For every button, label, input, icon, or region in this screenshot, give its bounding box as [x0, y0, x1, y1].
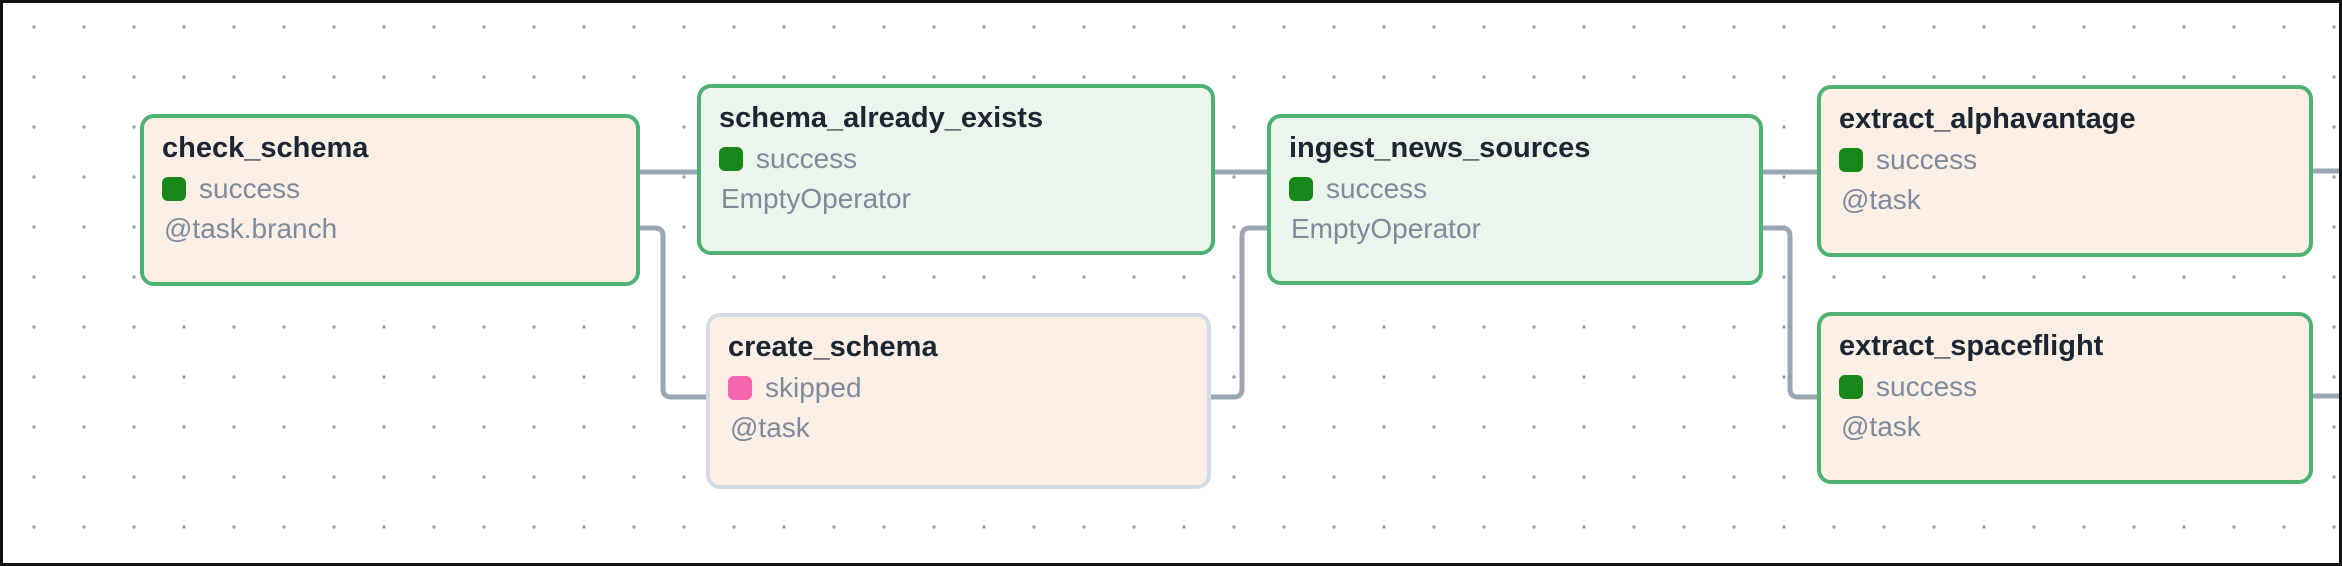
- status-label: success: [1876, 144, 1978, 176]
- operator-label: @task: [1841, 184, 1921, 216]
- status-success-icon: [1289, 177, 1313, 202]
- status-success-icon: [162, 177, 186, 202]
- task-status-row: success: [719, 143, 1193, 175]
- task-name: create_schema: [728, 331, 938, 363]
- status-label: success: [1326, 173, 1428, 205]
- operator-label: EmptyOperator: [1291, 213, 1481, 245]
- edge-check_schema-to-create_schema: [638, 225, 709, 400]
- task-name: extract_spaceflight: [1839, 330, 2104, 362]
- status-success-icon: [719, 147, 743, 172]
- task-status-row: success: [1839, 371, 2291, 403]
- status-label: success: [1876, 371, 1978, 403]
- operator-label: EmptyOperator: [721, 183, 911, 215]
- status-label: success: [199, 173, 301, 205]
- status-skipped-icon: [728, 376, 752, 401]
- task-status-row: skipped: [728, 372, 1189, 404]
- edge-ingest_news_sources-to-extract_spaceflight: [1760, 225, 1820, 400]
- status-label: success: [756, 143, 858, 175]
- task-name: check_schema: [162, 132, 369, 164]
- status-success-icon: [1839, 375, 1863, 400]
- status-label: skipped: [765, 372, 862, 404]
- edge-create_schema-to-ingest_news_sources: [1208, 225, 1270, 400]
- status-success-icon: [1839, 148, 1863, 173]
- operator-label: @task: [1841, 411, 1921, 443]
- task-status-row: success: [162, 173, 618, 205]
- task-status-row: success: [1839, 144, 2291, 176]
- operator-label: @task: [730, 412, 810, 444]
- task-name: ingest_news_sources: [1289, 132, 1591, 164]
- task-name: schema_already_exists: [719, 102, 1044, 134]
- task-name: extract_alphavantage: [1839, 103, 2136, 135]
- operator-label: @task.branch: [164, 213, 338, 245]
- task-status-row: success: [1289, 173, 1741, 205]
